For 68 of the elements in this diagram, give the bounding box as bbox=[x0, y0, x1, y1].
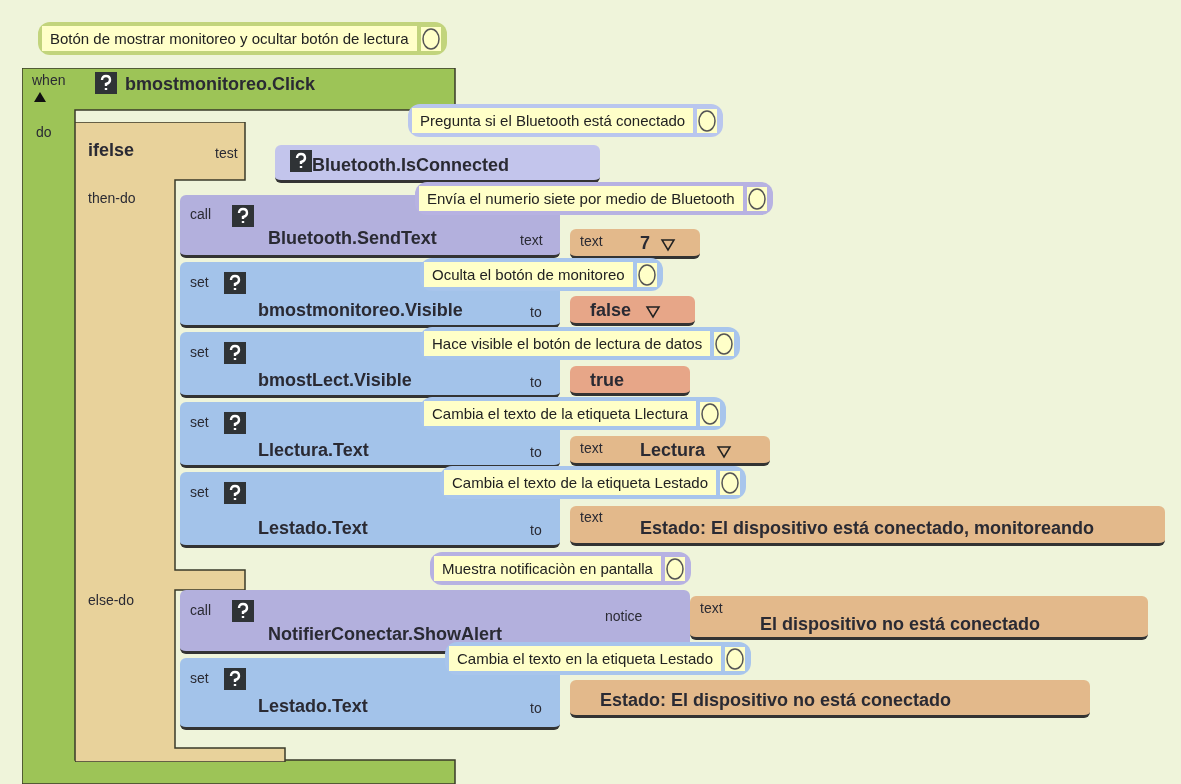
comment-bubble bbox=[408, 104, 724, 137]
block-keyword: text bbox=[580, 509, 603, 526]
block-keyword: text bbox=[580, 233, 603, 250]
block-keyword: call bbox=[190, 602, 211, 619]
block-name: El dispositivo no está conectado bbox=[760, 614, 1041, 635]
block-keyword: to bbox=[530, 522, 542, 539]
comment-bubble bbox=[415, 182, 773, 215]
block-keyword: set bbox=[190, 670, 209, 687]
block-name: Lectura bbox=[640, 440, 706, 461]
block-name: false bbox=[590, 300, 632, 321]
block-keyword: when bbox=[32, 72, 66, 89]
block-name: Estado: El dispositivo no está conectado bbox=[600, 690, 952, 711]
block-name: Llectura.Text bbox=[258, 440, 369, 461]
comment-bubble bbox=[420, 258, 663, 291]
comment-bubble bbox=[38, 22, 447, 55]
block-keyword: text bbox=[520, 232, 543, 249]
property-setter-block bbox=[180, 472, 560, 548]
comment-text: Cambia el texto de la etiqueta Lestado bbox=[444, 470, 716, 495]
block-keyword: text bbox=[580, 440, 603, 457]
block-keyword: to bbox=[530, 444, 542, 461]
block-name: Lestado.Text bbox=[258, 696, 368, 717]
block-keyword: notice bbox=[605, 608, 643, 625]
comment-text: Cambia el texto en la etiqueta Lestado bbox=[449, 646, 721, 671]
boolean-value-block bbox=[570, 296, 695, 326]
block-keyword: set bbox=[190, 344, 209, 361]
block-keyword: set bbox=[190, 484, 209, 501]
block-keyword: else-do bbox=[88, 592, 134, 609]
block-name: Bluetooth.IsConnected bbox=[312, 155, 509, 176]
block-keyword: then-do bbox=[88, 190, 136, 207]
block-name: bmostLect.Visible bbox=[258, 370, 412, 391]
text-value-block bbox=[570, 680, 1090, 718]
comment-text: Cambia el texto de la etiqueta Llectura bbox=[424, 401, 696, 426]
comment-text: Oculta el botón de monitoreo bbox=[424, 262, 633, 287]
text-value-block bbox=[570, 229, 700, 259]
block-name: bmostmonitoreo.Click bbox=[125, 74, 316, 95]
block-name: Bluetooth.SendText bbox=[268, 228, 437, 249]
comment-bubble bbox=[445, 642, 751, 675]
block-keyword: set bbox=[190, 274, 209, 291]
comment-text: Botón de mostrar monitoreo y ocultar botón de lectura bbox=[42, 26, 417, 51]
comment-bubble bbox=[420, 397, 726, 430]
block-name: Estado: El dispositivo está conectado, monitoreando bbox=[640, 518, 1095, 539]
comment-text: Hace visible el botón de lectura de datos bbox=[424, 331, 711, 356]
comment-bubble bbox=[420, 327, 741, 360]
getter-block bbox=[275, 145, 600, 183]
comment-text: Pregunta si el Bluetooth está conectado bbox=[412, 108, 694, 133]
text-value-block bbox=[570, 506, 1165, 546]
block-name: Lestado.Text bbox=[258, 518, 368, 539]
text-value-block bbox=[570, 436, 770, 466]
block-name: ifelse bbox=[88, 140, 135, 161]
block-name: 7 bbox=[640, 233, 650, 254]
block-name: true bbox=[590, 370, 624, 391]
block-keyword: to bbox=[530, 304, 542, 321]
block-keyword: text bbox=[700, 600, 723, 617]
block-keyword: to bbox=[530, 374, 542, 391]
block-keyword: call bbox=[190, 206, 211, 223]
method-call-block bbox=[180, 590, 690, 654]
comment-text: Envía el numerio siete por medio de Bluetooth bbox=[419, 186, 743, 211]
boolean-value-block bbox=[570, 366, 690, 396]
block-keyword: do bbox=[36, 124, 52, 141]
block-keyword: set bbox=[190, 414, 209, 431]
block-keyword: test bbox=[215, 145, 238, 162]
comment-text: Muestra notificaciòn en pantalla bbox=[434, 556, 661, 581]
block-keyword: to bbox=[530, 700, 542, 717]
comment-bubble bbox=[430, 552, 691, 585]
text-value-block bbox=[690, 596, 1148, 640]
comment-bubble bbox=[440, 466, 746, 499]
block-name: bmostmonitoreo.Visible bbox=[258, 300, 463, 321]
block-name: NotifierConectar.ShowAlert bbox=[268, 624, 503, 645]
